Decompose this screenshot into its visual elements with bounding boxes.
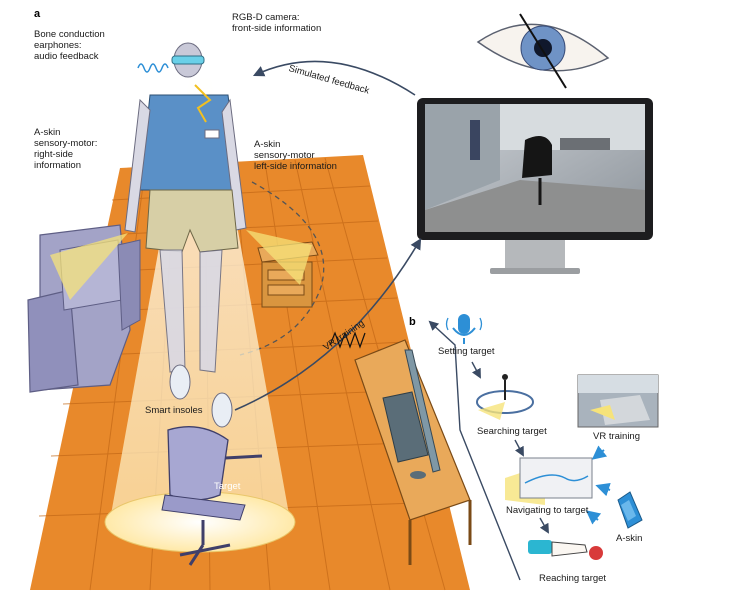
vr-training-zigzag bbox=[329, 331, 366, 349]
bone-conduction-label: Bone conduction earphones: audio feedbac… bbox=[34, 29, 105, 62]
reaching-target-icon bbox=[528, 540, 603, 560]
panel-a-label: a bbox=[34, 8, 41, 20]
flow-arrow bbox=[539, 517, 549, 534]
searching-target-icon bbox=[476, 374, 534, 420]
flow-arrow bbox=[514, 439, 524, 457]
simulated-feedback-arrow bbox=[252, 60, 416, 96]
vr-training-thumbnail bbox=[577, 374, 659, 428]
sensing-range-arc bbox=[239, 181, 325, 356]
flow-arrow bbox=[471, 361, 481, 379]
right-side-beam bbox=[50, 233, 128, 300]
audio-wave-icon bbox=[137, 63, 169, 73]
sensor-arrow bbox=[591, 445, 608, 460]
setting-target-label: Setting target bbox=[438, 346, 495, 357]
rgbd-camera-label: RGB-D camera: front-side information bbox=[232, 12, 322, 34]
person bbox=[124, 42, 247, 428]
panel-b-label: b bbox=[409, 316, 416, 328]
reaching-target-label: Reaching target bbox=[539, 573, 607, 584]
eye-icon bbox=[476, 13, 610, 89]
desk bbox=[354, 339, 472, 565]
navigating-target-label: Navigating to target bbox=[506, 505, 589, 516]
monitor bbox=[417, 98, 653, 274]
smart-insoles-label: Smart insoles bbox=[145, 405, 203, 416]
target-label: Target bbox=[214, 481, 241, 492]
askin-right-label: A-skin sensory-motor: right-side informa… bbox=[34, 127, 98, 171]
office-chair bbox=[161, 426, 263, 566]
searching-target-label: Searching target bbox=[477, 426, 547, 437]
microphone-icon bbox=[445, 314, 483, 344]
askin-left-label: A-skin sensory-motor left-side informati… bbox=[254, 139, 337, 172]
panel-b-return-arrow bbox=[428, 320, 521, 581]
vr-training-side-label: VR training bbox=[593, 431, 640, 442]
a-skin-icon bbox=[617, 491, 643, 529]
left-side-beam bbox=[246, 230, 312, 285]
a-skin-side-label: A-skin bbox=[616, 533, 643, 544]
navigating-target-icon bbox=[505, 457, 593, 505]
sensor-arrow bbox=[585, 510, 602, 525]
sensor-arrow bbox=[595, 482, 611, 497]
